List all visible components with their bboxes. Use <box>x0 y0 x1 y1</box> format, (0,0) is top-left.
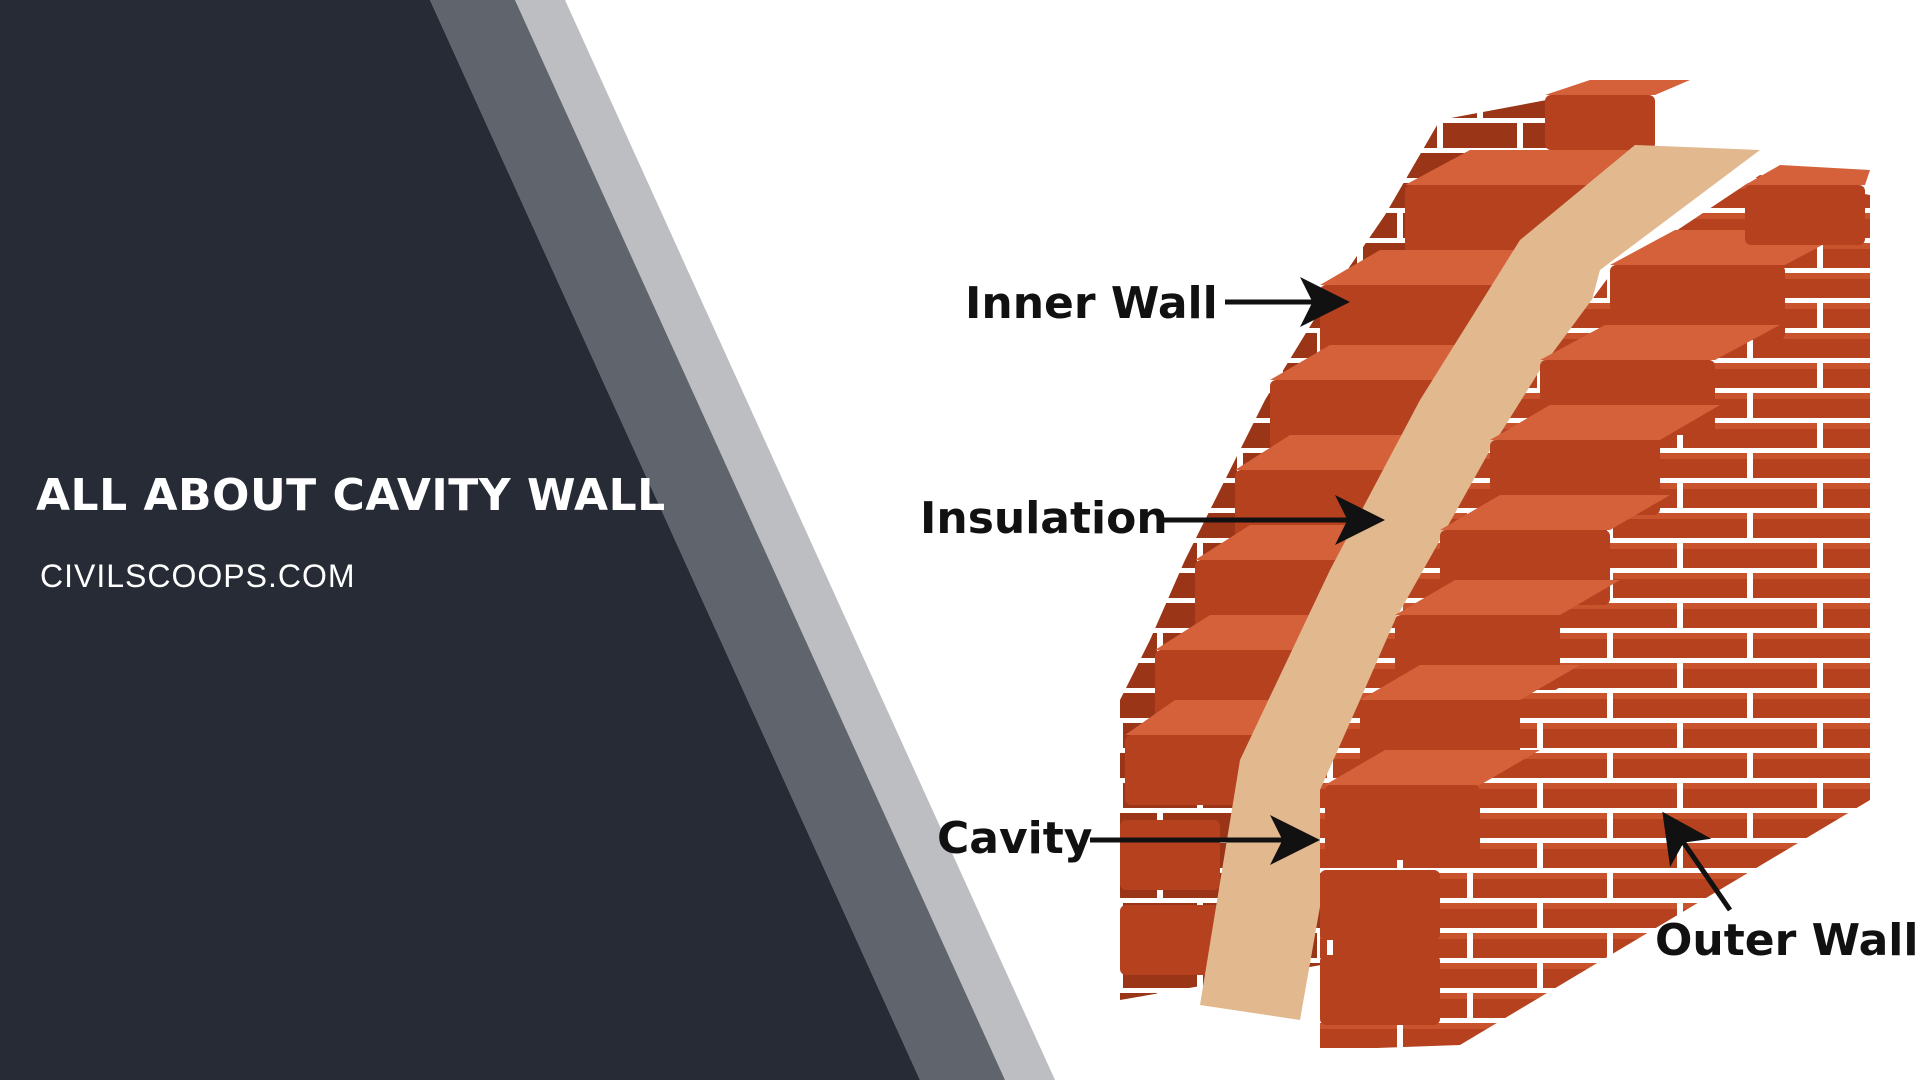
label-outer-wall: Outer Wall <box>1655 811 1918 966</box>
label-insulation-text: Insulation <box>920 493 1168 544</box>
site-name: CIVILSCOOPS.COM <box>40 558 356 594</box>
label-cavity-text: Cavity <box>937 813 1092 864</box>
outer-wall-brick-ends <box>1320 165 1870 1025</box>
label-outer-wall-text: Outer Wall <box>1655 915 1918 966</box>
mid-stripe <box>430 0 1005 1080</box>
outer-wall <box>1320 165 1870 1050</box>
dark-panel <box>0 0 920 1080</box>
page-title: ALL ABOUT CAVITY WALL <box>36 470 666 521</box>
arrow-outer-wall <box>1662 811 1733 912</box>
label-cavity: Cavity <box>937 813 1320 865</box>
light-stripe <box>515 0 1055 1080</box>
label-inner-wall-text: Inner Wall <box>965 278 1218 329</box>
label-insulation: Insulation <box>920 493 1385 545</box>
label-inner-wall: Inner Wall <box>965 277 1350 329</box>
